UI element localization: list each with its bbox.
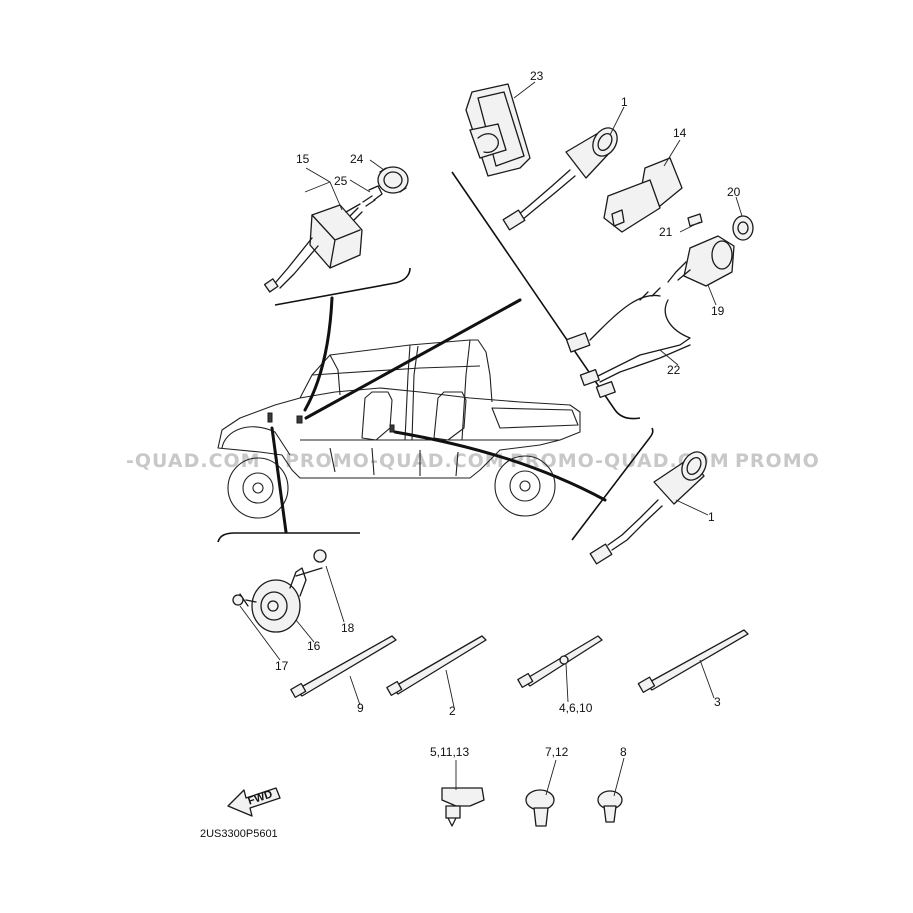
callout-25: 25 <box>334 174 348 188</box>
part-main-switch <box>603 157 683 233</box>
part-power-socket-lower <box>589 451 707 565</box>
callout-2: 2 <box>449 704 456 718</box>
callout-1-upper: 1 <box>621 95 628 109</box>
callout-14: 14 <box>673 126 687 140</box>
part-horn <box>232 549 327 633</box>
callout-leaders <box>239 81 743 797</box>
callout-4-6-10: 4,6,10 <box>559 701 593 715</box>
callout-20: 20 <box>727 185 741 199</box>
part-clips <box>441 787 623 827</box>
callouts: 23 1 14 15 24 25 20 21 19 22 1 18 16 17 … <box>275 69 741 759</box>
callout-5-11-13: 5,11,13 <box>430 745 469 759</box>
callout-7-12: 7,12 <box>545 745 569 759</box>
inset-leaders <box>270 296 607 534</box>
callout-23: 23 <box>530 69 544 83</box>
watermark-text-3: PROMO-QUAD.COM <box>510 450 730 472</box>
part-power-socket-upper <box>502 127 618 231</box>
callout-18: 18 <box>341 621 355 635</box>
callout-19: 19 <box>711 304 725 318</box>
callout-24: 24 <box>350 152 364 166</box>
drawing-code: 2US3300P5601 <box>200 828 278 840</box>
callout-16: 16 <box>307 639 321 653</box>
inset-frames <box>217 171 654 543</box>
fwd-arrow-icon: FWD <box>227 787 281 817</box>
watermark: -QUAD.COM PROMO-QUAD.COM PROMO-QUAD.COM … <box>126 450 820 472</box>
watermark-text-4: PROMO <box>735 450 820 472</box>
watermark-text-1: -QUAD.COM <box>126 450 261 472</box>
vehicle-outline <box>217 339 581 519</box>
callout-15: 15 <box>296 152 310 166</box>
callout-22: 22 <box>667 363 681 377</box>
part-switch-panel <box>465 83 531 177</box>
callout-3: 3 <box>714 695 721 709</box>
callout-17: 17 <box>275 659 289 673</box>
part-accessory-socket <box>263 166 409 293</box>
part-wire-harness <box>565 287 691 399</box>
part-cable-ties <box>290 629 749 698</box>
callout-21: 21 <box>659 225 673 239</box>
callout-8: 8 <box>620 745 627 759</box>
callout-9: 9 <box>357 701 364 715</box>
callout-1-lower: 1 <box>708 510 715 524</box>
part-key-switch <box>667 213 754 287</box>
watermark-text-2: PROMO-QUAD.COM <box>285 450 505 472</box>
